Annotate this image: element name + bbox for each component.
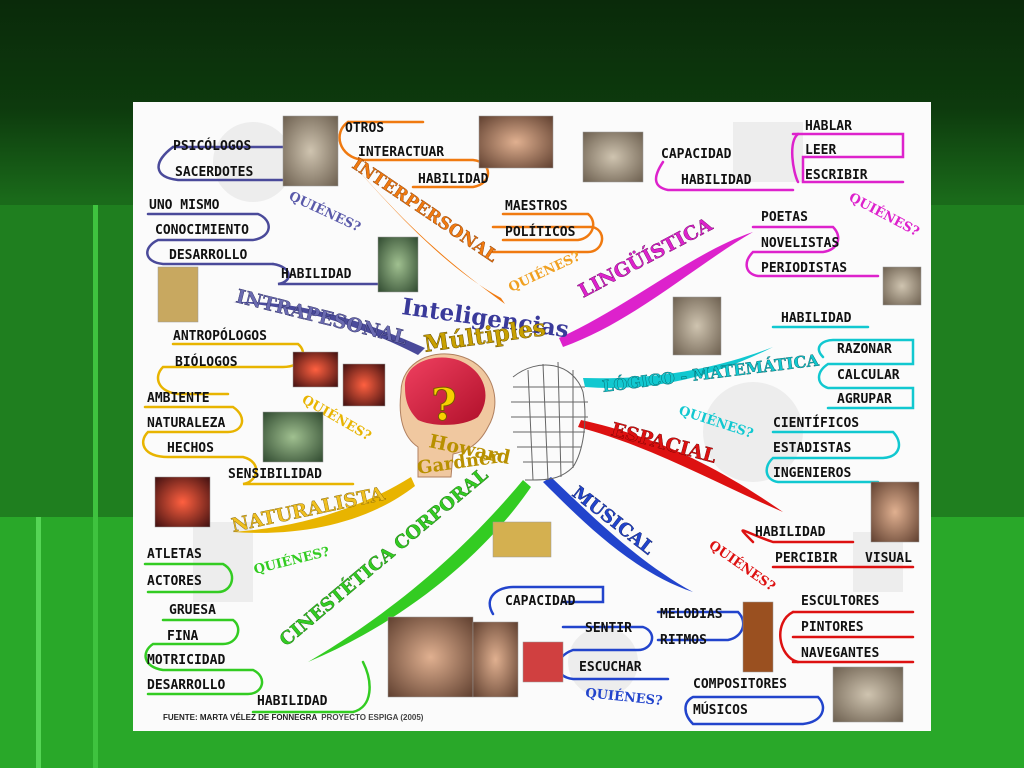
accent-bar-left [93,205,98,768]
label-atletas: ATLETAS [147,547,202,562]
label-pintores: PINTORES [801,620,864,635]
label-sacerdotes: SACERDOTES [175,165,253,180]
image-trumpet [492,521,552,558]
photo-praying-figure [282,115,339,187]
label-underlines [142,120,915,726]
label-conocimiento: CONOCIMIENTO [155,223,249,238]
label-sensibilidad: SENSIBILIDAD [228,467,322,482]
label-ambiente: AMBIENTE [147,391,210,406]
image-sculpture [832,666,904,723]
label-sentir: SENTIR [585,621,632,636]
photo-politician [582,131,644,183]
label-habilidad-logico: HABILIDAD [781,311,852,326]
label-interactuar: INTERACTUAR [358,145,444,160]
accent-bar-left-lower [36,517,41,768]
label-habilidad-espacial: HABILIDAD [755,525,826,540]
label-escribir: ESCRIBIR [805,168,868,183]
sketch-writer [882,266,922,306]
label-percibir: PERCIBIR [775,551,838,566]
photo-family [377,236,419,293]
label-leer: LEER [805,143,836,158]
label-cientificos: CIENTÍFICOS [773,415,859,431]
brain-icon [404,357,486,425]
photo-couple [478,115,554,169]
label-escultores: ESCULTORES [801,594,879,609]
label-politicos: POLÍTICOS [505,224,576,240]
photo-waterfall [262,411,324,463]
leaf-labels: PSICÓLOGOS SACERDOTES OTROS INTERACTUAR … [147,119,912,718]
label-habilidad-intrapesonal: HABILIDAD [281,267,352,282]
label-navegantes: NAVEGANTES [801,646,879,661]
image-mona-lisa [870,481,920,543]
label-ritmos: RITMOS [660,633,707,648]
label-otros: OTROS [345,121,384,136]
label-escuchar: ESCUCHAR [579,660,642,675]
label-compositores: COMPOSITORES [693,677,787,692]
label-capacidad-linguistica: CAPACIDAD [661,147,732,162]
label-motricidad: MOTRICIDAD [147,653,225,668]
mind-map-slide: ? Inteligencias Múltiples Howard Gardner… [133,102,931,731]
label-gruesa: GRUESA [169,603,216,618]
label-desarrollo-intrapesonal: DESARROLLO [169,248,247,263]
photo-rose [154,476,211,528]
label-visual: VISUAL [865,551,912,566]
label-uno-mismo: UNO MISMO [149,198,220,213]
quienes-interpersonal: QUIÉNES? [286,188,363,235]
label-melodias: MELODIAS [660,607,723,622]
quienes-linguistica: QUIÉNES? [846,189,922,240]
branch-title-linguistica: LINGÜÍSTICA [575,213,717,303]
label-habilidad-interpersonal: HABILIDAD [418,172,489,187]
question-mark: ? [431,380,457,431]
label-hechos: HECHOS [167,441,214,456]
label-actores: ACTORES [147,574,202,589]
quienes-cinestetica: QUIÉNES? [252,544,331,578]
label-periodistas: PERIODISTAS [761,261,847,276]
label-calcular: CALCULAR [837,368,900,383]
label-ingenieros: INGENIEROS [773,466,851,481]
label-poetas: POETAS [761,210,808,225]
label-estadistas: ESTADISTAS [773,441,851,456]
photo-gymnast [387,616,474,698]
label-antropologos: ANTROPÓLOGOS [173,328,267,344]
label-musicos: MÚSICOS [693,702,748,718]
label-naturaleza: NATURALEZA [147,416,225,431]
photo-athlete [472,621,519,698]
image-violin [742,601,774,673]
label-fina: FINA [167,629,198,644]
label-capacidad-musical: CAPACIDAD [505,594,576,609]
label-novelistas: NOVELISTAS [761,236,839,251]
wireframe-head [511,361,588,481]
label-hablar: HABLAR [805,119,852,134]
label-habilidad-linguistica: HABILIDAD [681,173,752,188]
mind-map: ? Inteligencias Múltiples Howard Gardner… [142,115,922,726]
photo-einstein [672,296,722,356]
illustrations [154,115,922,723]
label-agrupar: AGRUPAR [837,392,892,407]
image-drum [522,641,564,683]
branch-title-musical: MUSICAL [568,482,658,559]
label-desarrollo-cinestetica: DESARROLLO [147,678,225,693]
quienes-politicos: QUIÉNES? [506,248,583,295]
label-habilidad-cinestetica: HABILIDAD [257,694,328,709]
label-maestros: MAESTROS [505,199,568,214]
image-figurine [157,266,199,323]
quienes-espacial: QUIÉNES? [706,537,779,595]
branch-title-logico: LÓGICO - MATEMÁTICA [601,349,820,395]
label-razonar: RAZONAR [837,342,892,357]
label-biologos: BIÓLOGOS [175,354,238,370]
branch-shapes [233,162,783,662]
image-dna [292,351,339,388]
label-psicologos: PSICÓLOGOS [173,138,251,154]
head-illustration: ? [399,353,588,481]
image-abstract [342,363,386,407]
